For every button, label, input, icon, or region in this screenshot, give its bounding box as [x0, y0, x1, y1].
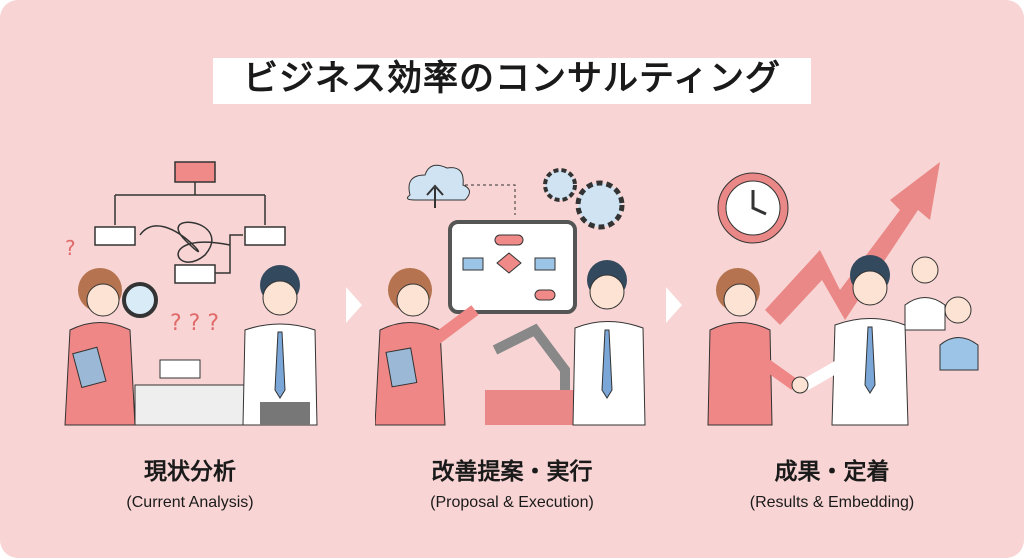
proposal-illustration — [375, 164, 646, 426]
step-title: 現状分析 — [144, 459, 236, 485]
step-results-embedding: 成果・定着 (Results & Embedding) — [672, 452, 992, 512]
chevron-right-icon — [666, 287, 682, 323]
step-title: 成果・定着 — [774, 459, 890, 485]
chevron-right-icon — [346, 287, 362, 323]
step-current-analysis: 現状分析 (Current Analysis) — [30, 452, 350, 512]
page-title: ビジネス効率のコンサルティング — [243, 59, 781, 99]
results-illustration — [707, 162, 979, 426]
analysis-illustration: ? ? ? ? — [64, 161, 318, 426]
step-proposal-execution: 改善提案・実行 (Proposal & Execution) — [352, 452, 672, 512]
step-subtitle: (Results & Embedding) — [749, 494, 915, 511]
svg-text:?: ? — [65, 236, 76, 260]
step-subtitle: (Proposal & Execution) — [430, 494, 594, 511]
step-title: 改善提案・実行 — [431, 459, 593, 485]
svg-text:? ? ?: ? ? ? — [170, 311, 219, 336]
title-highlight — [213, 58, 811, 104]
step-subtitle: (Current Analysis) — [126, 494, 254, 511]
